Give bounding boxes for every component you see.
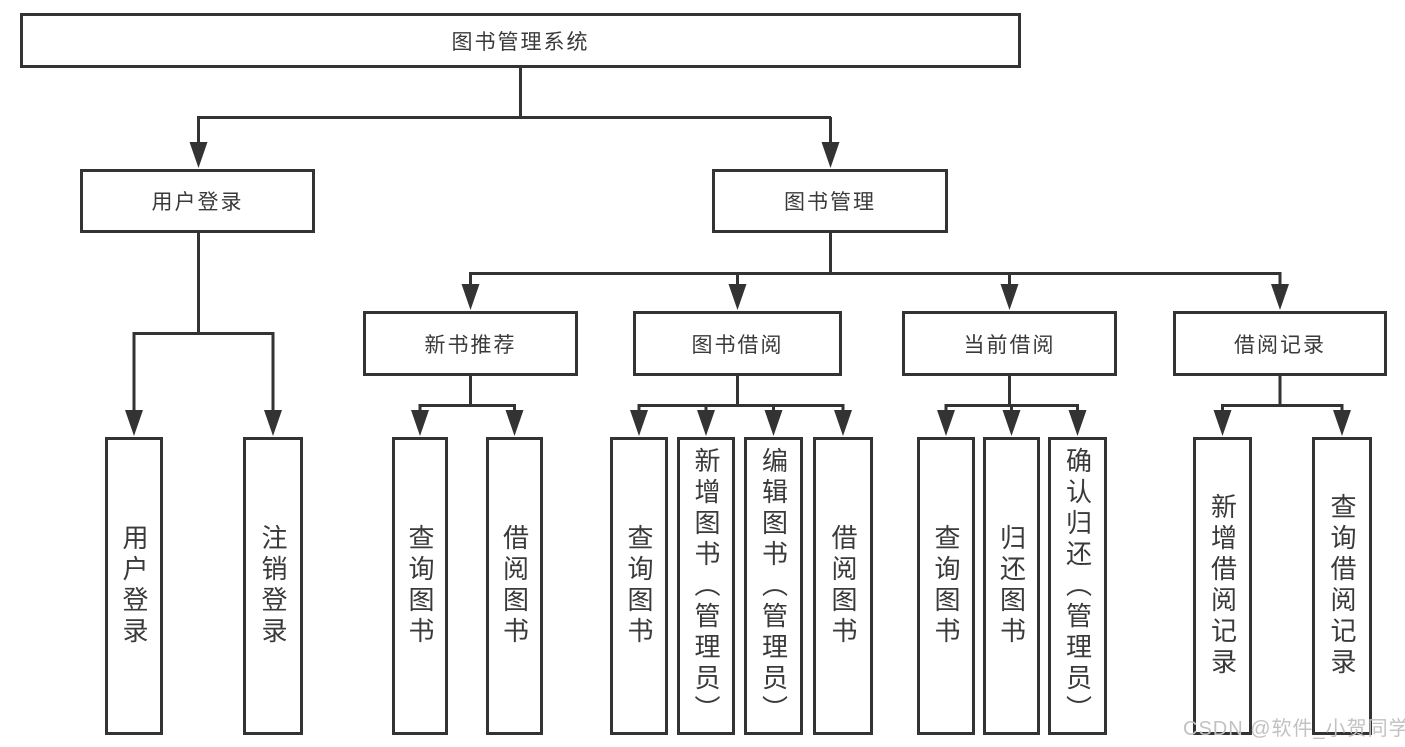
connector-manage-to-level2 <box>469 233 1282 288</box>
leaf-logout: 注销登录 <box>243 437 303 735</box>
leaf-edit-book-admin: 编辑图书（管理员） <box>744 437 803 735</box>
leaf-query-book-recommend: 查询图书 <box>392 437 448 735</box>
leaf-borrow-book-recommend: 借阅图书 <box>486 437 543 735</box>
connector-current-group <box>944 376 1079 412</box>
leaf-return-book: 归还图书 <box>983 437 1040 735</box>
leaf-borrow-book: 借阅图书 <box>813 437 873 735</box>
arrowhead-icon <box>1333 410 1351 436</box>
arrowhead-icon <box>937 410 955 436</box>
node-root-system: 图书管理系统 <box>20 13 1021 68</box>
arrowhead-icon <box>1213 410 1232 436</box>
arrowhead-icon <box>264 410 282 436</box>
leaf-query-book-current: 查询图书 <box>917 437 975 735</box>
arrowhead-icon <box>764 410 783 436</box>
connector-borrow-group <box>637 376 845 412</box>
watermark: CSDN @软件_小贺同学 <box>1183 718 1405 740</box>
node-current-borrow: 当前借阅 <box>902 311 1117 376</box>
connector-record-group <box>1221 376 1344 412</box>
leaf-add-book-admin: 新增图书（管理员） <box>677 437 735 735</box>
leaf-query-book-borrow: 查询图书 <box>610 437 668 735</box>
leaf-user-login: 用户登录 <box>105 437 163 735</box>
arrowhead-icon <box>189 142 208 168</box>
arrowhead-icon <box>1000 284 1019 310</box>
connector-root-to-level1 <box>197 68 832 144</box>
leaf-confirm-return-admin: 确认归还（管理员） <box>1048 437 1107 735</box>
node-book-manage: 图书管理 <box>712 169 948 233</box>
node-book-borrow: 图书借阅 <box>633 311 842 376</box>
arrowhead-icon <box>1271 284 1289 310</box>
arrowhead-icon <box>411 410 429 436</box>
node-new-book-recommend: 新书推荐 <box>363 311 578 376</box>
arrowhead-icon <box>821 142 840 168</box>
arrowhead-icon <box>630 410 648 436</box>
node-user-login: 用户登录 <box>80 169 315 233</box>
arrowhead-icon <box>125 410 143 436</box>
arrowhead-icon <box>461 284 480 310</box>
arrowhead-icon <box>1002 410 1021 436</box>
connector-login-subtree <box>132 233 275 412</box>
arrowhead-icon <box>834 410 852 436</box>
arrowhead-icon <box>697 410 715 436</box>
connector-recommend-group <box>418 376 516 412</box>
node-borrow-record: 借阅记录 <box>1173 311 1387 376</box>
leaf-add-borrow-record: 新增借阅记录 <box>1193 437 1252 735</box>
leaf-query-borrow-record: 查询借阅记录 <box>1312 437 1372 735</box>
arrowhead-icon <box>728 284 747 310</box>
arrowhead-icon <box>1068 410 1087 436</box>
arrowhead-icon <box>505 410 524 436</box>
